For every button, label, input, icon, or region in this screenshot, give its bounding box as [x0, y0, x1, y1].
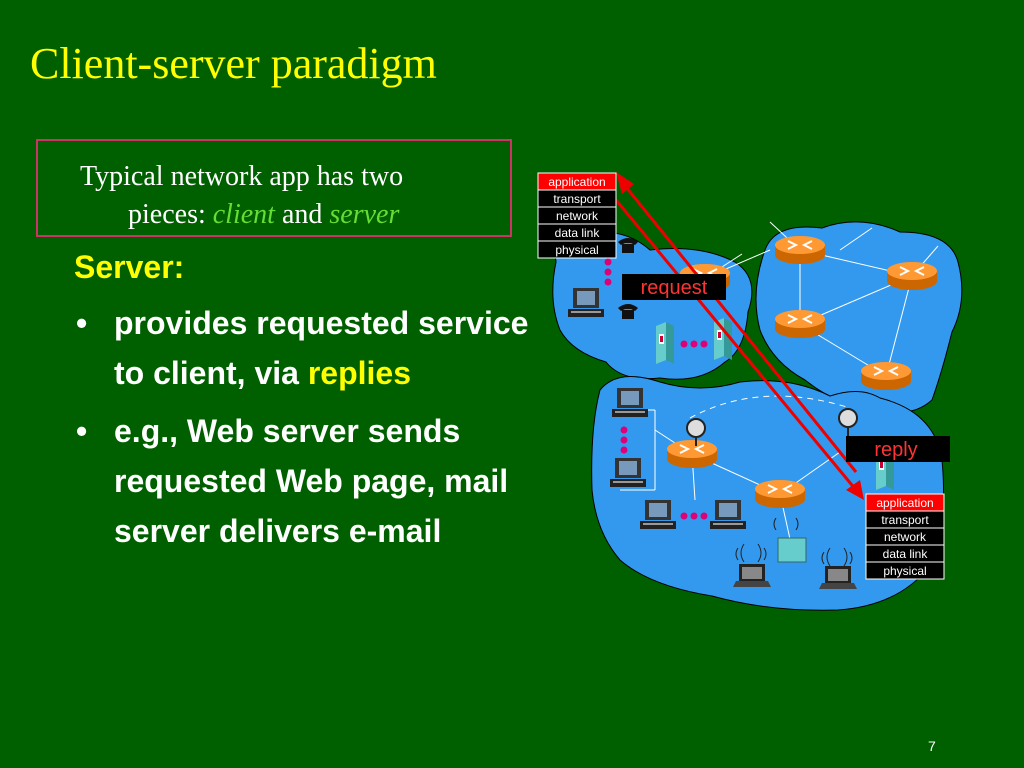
intro-box: Typical network app has two pieces: clie… — [36, 139, 512, 237]
wireless-signal-icon — [735, 517, 853, 567]
server-heading: Server: — [74, 249, 185, 285]
bullet-list: • provides requested service to client, v… — [74, 298, 544, 564]
router-icon — [774, 235, 826, 265]
bullet-item-replies: • provides requested service to client, v… — [74, 298, 544, 398]
router-icon — [886, 261, 938, 291]
client-stack-layer: data link — [555, 226, 601, 240]
desktop-computer-icon — [568, 288, 604, 317]
router-icon — [754, 479, 806, 509]
intro-line-1: Typical network app has two — [80, 161, 404, 192]
bullet-item-example: • e.g., Web server sends requested Web pa… — [74, 406, 544, 556]
desktop-computer-icon — [612, 388, 648, 417]
connection-dots — [604, 258, 708, 520]
server-word: server — [329, 199, 400, 230]
bullet-text: e.g., Web server sends requested Web pag… — [114, 413, 509, 549]
network-diagram: application transport network data link … — [537, 172, 963, 611]
intro-line-2: pieces: client and server — [128, 199, 399, 231]
client-stack-layer: transport — [553, 192, 601, 206]
client-stack-layer: network — [556, 209, 599, 223]
desktop-computer-icon — [710, 500, 746, 529]
slide-title: Client-server paradigm — [30, 39, 437, 88]
server-icon — [656, 322, 674, 364]
server-protocol-stack: application transport network data link … — [865, 493, 945, 580]
server-stack-layer: physical — [883, 564, 926, 578]
arrowhead-icon — [846, 480, 864, 500]
desktop-computer-icon — [610, 458, 646, 487]
server-stack-layer: transport — [881, 513, 929, 527]
router-icon — [860, 361, 912, 391]
replies-highlight: replies — [307, 355, 411, 391]
server-stack-layer: data link — [883, 547, 929, 561]
satellite-dish-icon — [686, 408, 858, 446]
desktop-computer-icon — [640, 500, 676, 529]
page-number: 7 — [928, 738, 936, 754]
intro-prefix: pieces: — [128, 199, 213, 230]
client-protocol-stack: application transport network data link … — [537, 172, 617, 259]
router-icon — [666, 439, 718, 469]
router-icon — [774, 309, 826, 339]
bullet-text: provides requested service to client, vi… — [114, 305, 529, 391]
bullet-marker: • — [76, 305, 88, 341]
and-word: and — [274, 199, 330, 230]
client-word: client — [212, 199, 275, 230]
client-stack-layer: physical — [555, 243, 598, 257]
request-reply-arrows — [614, 181, 858, 491]
request-label: request — [641, 277, 708, 299]
client-stack-layer: application — [548, 175, 605, 189]
wireless-access-point-icon — [777, 537, 807, 563]
arrowhead-icon — [616, 172, 634, 194]
bullet-marker: • — [76, 413, 88, 449]
server-stack-layer: network — [884, 530, 927, 544]
reply-label: reply — [874, 439, 917, 461]
server-stack-layer: application — [876, 496, 933, 510]
